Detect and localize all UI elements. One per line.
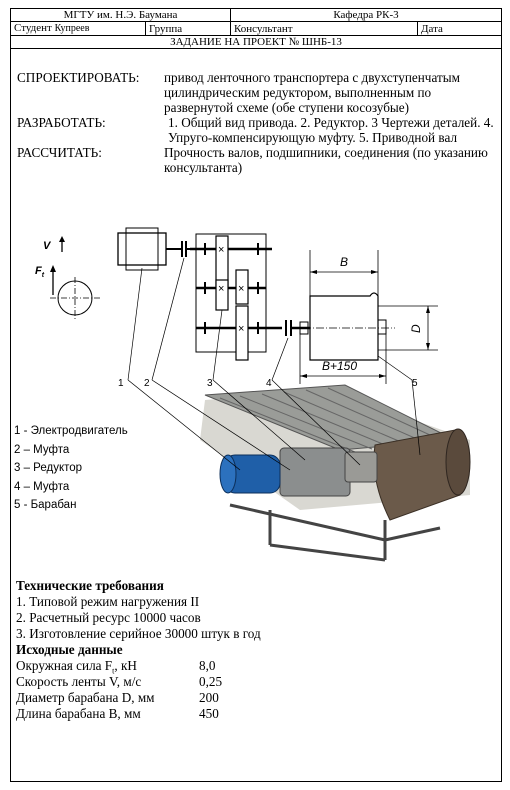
callout-leaders	[127, 257, 421, 471]
dim-b-arrow-l	[310, 270, 317, 274]
data-value: 8,0	[199, 658, 216, 673]
gear-4	[235, 305, 249, 361]
design-row: СПРОЕКТИРОВАТЬ: привод ленточного трансп…	[17, 70, 497, 115]
develop-row: РАЗРАБОТАТЬ: 1. Общий вид привода. 2. Ре…	[17, 115, 497, 145]
callout-1: 1	[118, 378, 124, 389]
callout-2: 2	[144, 378, 150, 389]
callout-3: 3	[207, 378, 213, 389]
calc-label: РАССЧИТАТЬ:	[17, 145, 102, 160]
data-value: 450	[199, 706, 219, 721]
data-value: 200	[199, 690, 219, 705]
requirement-item: 1. Типовой режим нагружения II	[16, 594, 200, 609]
task-section: СПРОЕКТИРОВАТЬ: привод ленточного трансп…	[17, 70, 497, 175]
calc-row: РАССЧИТАТЬ: Прочность валов, подшипники,…	[17, 145, 497, 175]
callout-5: 5	[412, 378, 418, 389]
dim-b150-label: B+150	[322, 359, 357, 373]
student-label: Студент	[14, 22, 52, 34]
drum-outline	[309, 292, 379, 361]
date-cell: Дата	[417, 21, 502, 36]
header-table: МГТУ им. Н.Э. Баумана Кафедра РК-3 Студе…	[10, 8, 502, 49]
legend-item: 2 – Муфта	[14, 443, 70, 456]
student-name: Купреев	[54, 23, 90, 34]
data-label: Диаметр барабана D, мм	[16, 690, 155, 705]
motor-end	[219, 454, 237, 494]
design-text: привод ленточного транспортера с двухсту…	[164, 70, 460, 115]
dim-d-arrow-b	[426, 343, 430, 350]
dim-b150-arrow-r	[379, 374, 386, 378]
requirements-section: Технические требования 1. Типовой режим …	[16, 578, 496, 722]
gearbox-housing	[195, 233, 267, 353]
data-label: Длина барабана B, мм	[16, 706, 141, 721]
drum-bearing-r	[377, 319, 387, 335]
data-row-force: Окружная сила Ft, кН 8,0	[16, 658, 496, 676]
data-label: Окружная сила Ft, кН	[16, 658, 137, 676]
drum-end	[445, 428, 471, 496]
v-arrow-head	[59, 236, 65, 242]
requirement-item: 2. Расчетный ресурс 10000 часов	[16, 610, 201, 625]
legend-item: 4 – Муфта	[14, 480, 70, 493]
data-row-diameter: Диаметр барабана D, мм 200	[16, 690, 496, 706]
gear-3	[235, 269, 249, 305]
develop-label: РАЗРАБОТАТЬ:	[17, 115, 106, 130]
design-label: СПРОЕКТИРОВАТЬ:	[17, 70, 140, 85]
data-row-speed: Скорость ленты V, м/с 0,25	[16, 674, 496, 690]
roller-lines	[219, 387, 444, 453]
gear-mark-4: ×	[238, 323, 244, 335]
data-row-length: Длина барабана B, мм 450	[16, 706, 496, 722]
gear-mark-2: ×	[218, 283, 224, 295]
legend-item: 1 - Электродвигатель	[14, 425, 128, 437]
callout-4: 4	[266, 378, 272, 389]
develop-text: 1. Общий вид привода. 2. Редуктор. 3 Чер…	[168, 115, 494, 145]
legend-item: 3 – Редуктор	[14, 462, 83, 474]
coupling-photo	[344, 451, 378, 483]
assignment-title: ЗАДАНИЕ НА ПРОЕКТ № ШНБ-13	[10, 35, 502, 49]
dim-b150-arrow-l	[300, 374, 307, 378]
dim-b-label: B	[340, 255, 348, 269]
legend-item: 5 - Барабан	[14, 499, 77, 511]
gear-mark-3: ×	[238, 283, 244, 295]
v-label: V	[43, 240, 52, 252]
bearings	[204, 243, 259, 334]
requirements-title: Технические требования	[16, 578, 164, 593]
ft-arrow-head	[50, 265, 56, 272]
data-label: Скорость ленты V, м/с	[16, 674, 142, 689]
dim-d-arrow-t	[426, 306, 430, 313]
data-value: 0,25	[199, 674, 223, 689]
motor-body	[117, 232, 167, 266]
requirement-item: 3. Изготовление серийное 30000 штук в го…	[16, 626, 261, 641]
frame-photo	[229, 503, 441, 562]
calc-text: Прочность валов, подшипники, соединения …	[164, 145, 488, 175]
conveyor-photo	[200, 384, 471, 562]
gearbox-photo	[279, 447, 351, 497]
ft-label: Ft	[35, 265, 45, 279]
gear-mark-1: ×	[218, 244, 224, 256]
component-legend: 1 - Электродвигатель 2 – Муфта 3 – Редук…	[14, 422, 128, 515]
dim-b-arrow-r	[371, 270, 378, 274]
dim-d-label: D	[409, 324, 423, 333]
initial-data-title: Исходные данные	[16, 642, 123, 657]
